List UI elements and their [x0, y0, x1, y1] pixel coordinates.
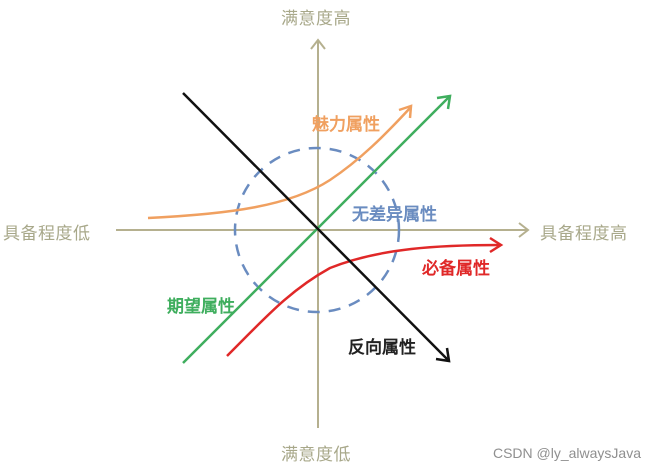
indifferent-label: 无差异属性 — [352, 205, 437, 225]
x-axis-right-label: 具备程度高 — [540, 224, 628, 244]
one-dimensional-line — [182, 94, 452, 364]
reverse-label: 反向属性 — [348, 338, 416, 358]
attractive-curve — [147, 104, 413, 220]
attractive-arrow-icon — [398, 104, 413, 119]
one-dimensional-arrow-icon — [436, 94, 452, 110]
y-axis-bottom-label: 满意度低 — [281, 445, 351, 465]
x-axis-arrow-icon — [518, 222, 530, 238]
attractive-label: 魅力属性 — [312, 115, 380, 135]
watermark: CSDN @ly_alwaysJava — [492, 445, 641, 461]
y-axis-top-label: 满意度高 — [281, 9, 351, 29]
reverse-arrow-icon — [435, 347, 451, 363]
reverse-line — [182, 92, 451, 363]
must-be-arrow-icon — [489, 236, 504, 254]
indifferent-circle — [233, 146, 401, 314]
x-axis-left-label: 具备程度低 — [3, 224, 91, 244]
one-dimensional-label: 期望属性 — [167, 297, 235, 317]
y-axis-arrow-icon — [310, 38, 326, 50]
must-be-curve — [226, 236, 504, 357]
must-be-label: 必备属性 — [422, 259, 490, 279]
axes — [116, 38, 530, 428]
